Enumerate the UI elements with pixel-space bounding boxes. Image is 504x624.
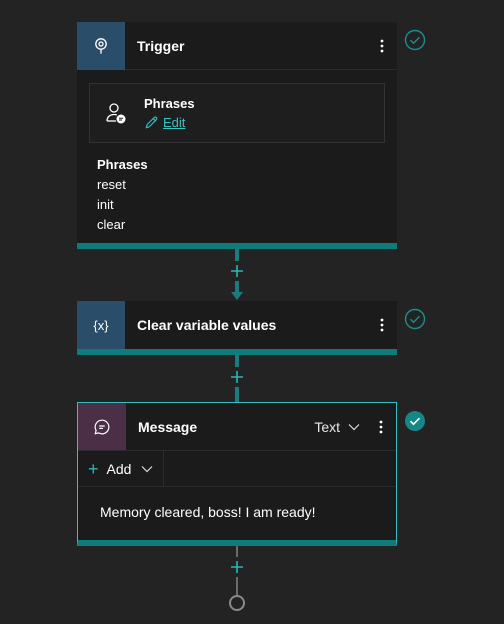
- more-vertical-icon: [380, 318, 384, 332]
- edit-phrases-link[interactable]: Edit: [144, 115, 195, 130]
- message-toolbar: + Add: [78, 450, 396, 487]
- chat-bubble-icon: [78, 403, 126, 450]
- plus-icon: [231, 265, 243, 277]
- message-node[interactable]: Message Text + Add Memory cleared, boss!…: [77, 402, 397, 546]
- add-node-button[interactable]: [227, 261, 247, 281]
- edit-label: Edit: [163, 115, 186, 130]
- trigger-title: Trigger: [137, 37, 185, 54]
- message-mode-dropdown[interactable]: Text: [314, 419, 366, 435]
- clear-variables-node[interactable]: {x} Clear variable values: [77, 301, 397, 355]
- trigger-node[interactable]: Trigger Phrases: [77, 21, 397, 249]
- more-options-button[interactable]: [367, 301, 397, 349]
- phrases-trigger-box[interactable]: Phrases Edit: [89, 83, 385, 143]
- add-node-button[interactable]: [227, 367, 247, 387]
- more-options-button[interactable]: [367, 22, 397, 70]
- message-header: Message Text: [78, 403, 396, 451]
- chevron-down-icon: [142, 465, 153, 472]
- phrases-box-title: Phrases: [144, 96, 195, 111]
- flow-end-node[interactable]: [229, 595, 245, 611]
- phrase-item: clear: [97, 217, 126, 232]
- connector-arrow: [231, 292, 243, 300]
- chevron-down-icon: [348, 423, 360, 430]
- message-text[interactable]: Memory cleared, boss! I am ready!: [100, 504, 316, 520]
- trigger-header: Trigger: [77, 21, 397, 70]
- trigger-pin-icon: [77, 21, 125, 70]
- add-button[interactable]: + Add: [78, 450, 165, 487]
- user-chat-icon: [104, 101, 128, 125]
- variable-icon: {x}: [77, 301, 125, 349]
- message-title: Message: [138, 418, 198, 435]
- plus-icon: [231, 561, 243, 573]
- status-check-icon: [404, 308, 426, 330]
- status-check-icon: [404, 29, 426, 51]
- plus-icon: +: [88, 458, 99, 479]
- more-vertical-icon: [380, 39, 384, 52]
- more-options-button[interactable]: [366, 403, 396, 451]
- plus-icon: [231, 371, 243, 383]
- add-node-button[interactable]: [227, 557, 247, 577]
- clear-variables-title: Clear variable values: [137, 317, 277, 333]
- phrase-item: init: [97, 197, 114, 212]
- status-check-filled-icon: [405, 411, 425, 431]
- phrase-item: reset: [97, 177, 126, 192]
- phrase-list: Phrases reset init clear: [77, 143, 397, 249]
- message-mode-label: Text: [314, 418, 340, 435]
- pencil-icon: [145, 116, 158, 129]
- phrase-list-label: Phrases: [97, 157, 148, 172]
- clear-variables-header: {x} Clear variable values: [77, 301, 397, 349]
- add-label: Add: [106, 460, 132, 477]
- more-vertical-icon: [379, 420, 383, 433]
